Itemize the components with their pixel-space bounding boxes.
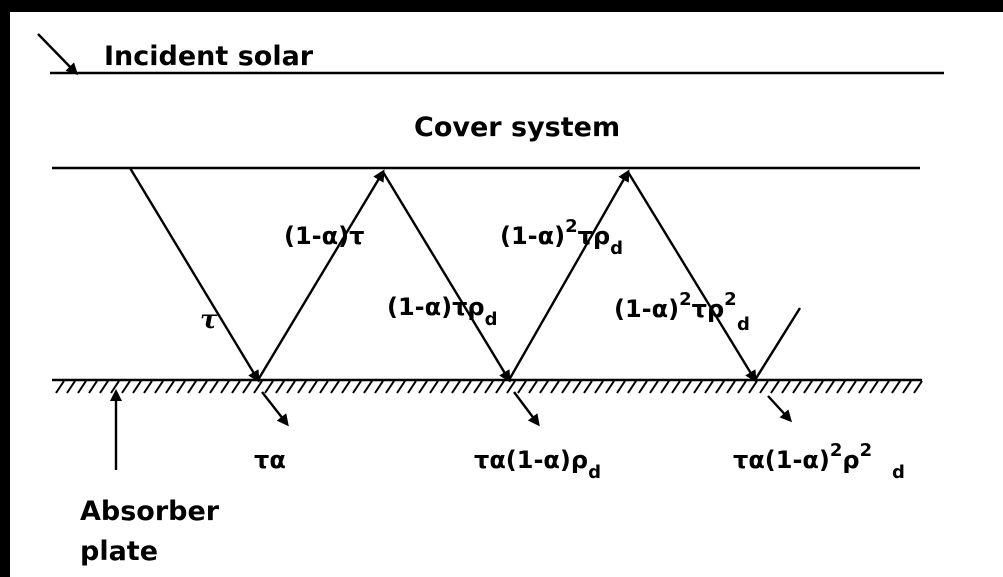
label-1-a-tau-rho: (1-α)τρd bbox=[387, 293, 497, 330]
absorbed-arrow-2 bbox=[513, 391, 540, 427]
beam-reflect-3 bbox=[753, 307, 802, 381]
label-tau-alpha-3: τα(1-α)2ρ2 bbox=[733, 440, 872, 474]
beam-down-2 bbox=[381, 171, 511, 383]
absorbed-arrow-1 bbox=[261, 391, 289, 427]
incident-arrow bbox=[37, 33, 79, 76]
label-1-a-sq-tau-rho-sq: (1-α)2τρ2 bbox=[614, 289, 737, 323]
cover-system-label: Cover system bbox=[414, 112, 620, 143]
label-tau: τ bbox=[200, 305, 218, 335]
absorber-label-line1: Absorber bbox=[80, 496, 220, 527]
absorbed-arrow-3 bbox=[767, 395, 793, 423]
diagram-panel bbox=[10, 12, 1003, 577]
absorber-label-line2: plate bbox=[80, 536, 158, 567]
label-sub-d-4: d bbox=[892, 462, 905, 483]
absorber-hatching bbox=[55, 380, 923, 394]
beam-reflect-2 bbox=[507, 169, 630, 381]
label-1-a-tau: (1-α)τ bbox=[284, 222, 364, 250]
label-tau-alpha: τα bbox=[254, 446, 286, 474]
label-1-a-sq-tau-rho: (1-α)2τρd bbox=[500, 216, 623, 259]
label-tau-alpha-2: τα(1-α)ρd bbox=[474, 446, 601, 483]
beam-down-3 bbox=[626, 171, 757, 383]
incident-solar-label: Incident solar bbox=[104, 41, 314, 72]
label-sub-d-3: d bbox=[737, 314, 750, 335]
beam-tau bbox=[128, 167, 260, 383]
beam-reflect-1 bbox=[256, 169, 385, 381]
